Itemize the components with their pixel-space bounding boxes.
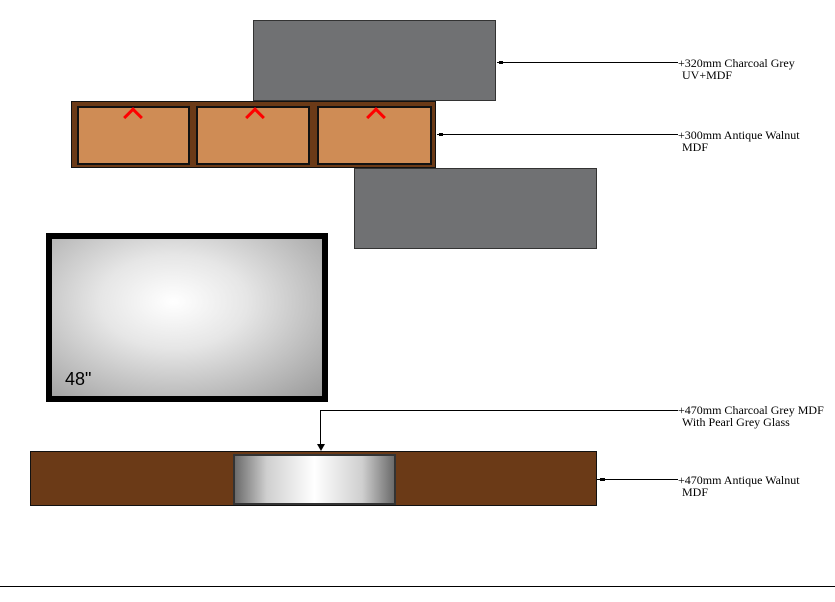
label-line: +470mm Antique Walnut bbox=[678, 473, 800, 487]
cabinet-door-1 bbox=[77, 106, 190, 165]
leader-line bbox=[597, 479, 678, 480]
leader-dot bbox=[499, 61, 503, 64]
cabinet-door-3 bbox=[317, 106, 432, 165]
leader-line bbox=[437, 134, 678, 135]
upper-charcoal-panel bbox=[253, 20, 496, 101]
leader-dot bbox=[600, 478, 605, 481]
label-line: +470mm Charcoal Grey MDF bbox=[678, 403, 824, 417]
lower-charcoal-panel bbox=[354, 168, 597, 249]
label-line: +300mm Antique Walnut bbox=[678, 128, 800, 142]
arrow-icon bbox=[317, 444, 325, 451]
cabinet-door-2 bbox=[196, 106, 310, 165]
floor-line bbox=[0, 586, 835, 587]
leader-line bbox=[320, 410, 321, 446]
leader-dot bbox=[439, 133, 443, 136]
tv-unit bbox=[30, 451, 597, 506]
label-line: MDF bbox=[682, 485, 709, 499]
glass-panel bbox=[233, 454, 396, 505]
tv-screen: 48" bbox=[46, 233, 328, 402]
leader-line bbox=[497, 62, 678, 63]
label-line: With Pearl Grey Glass bbox=[682, 415, 790, 429]
tv-size-label: 48" bbox=[65, 369, 92, 389]
wall-cabinet bbox=[71, 101, 436, 168]
label-line: UV+MDF bbox=[682, 68, 733, 82]
leader-line bbox=[320, 410, 678, 411]
label-line: MDF bbox=[682, 140, 709, 154]
label-line: +320mm Charcoal Grey bbox=[678, 56, 795, 70]
